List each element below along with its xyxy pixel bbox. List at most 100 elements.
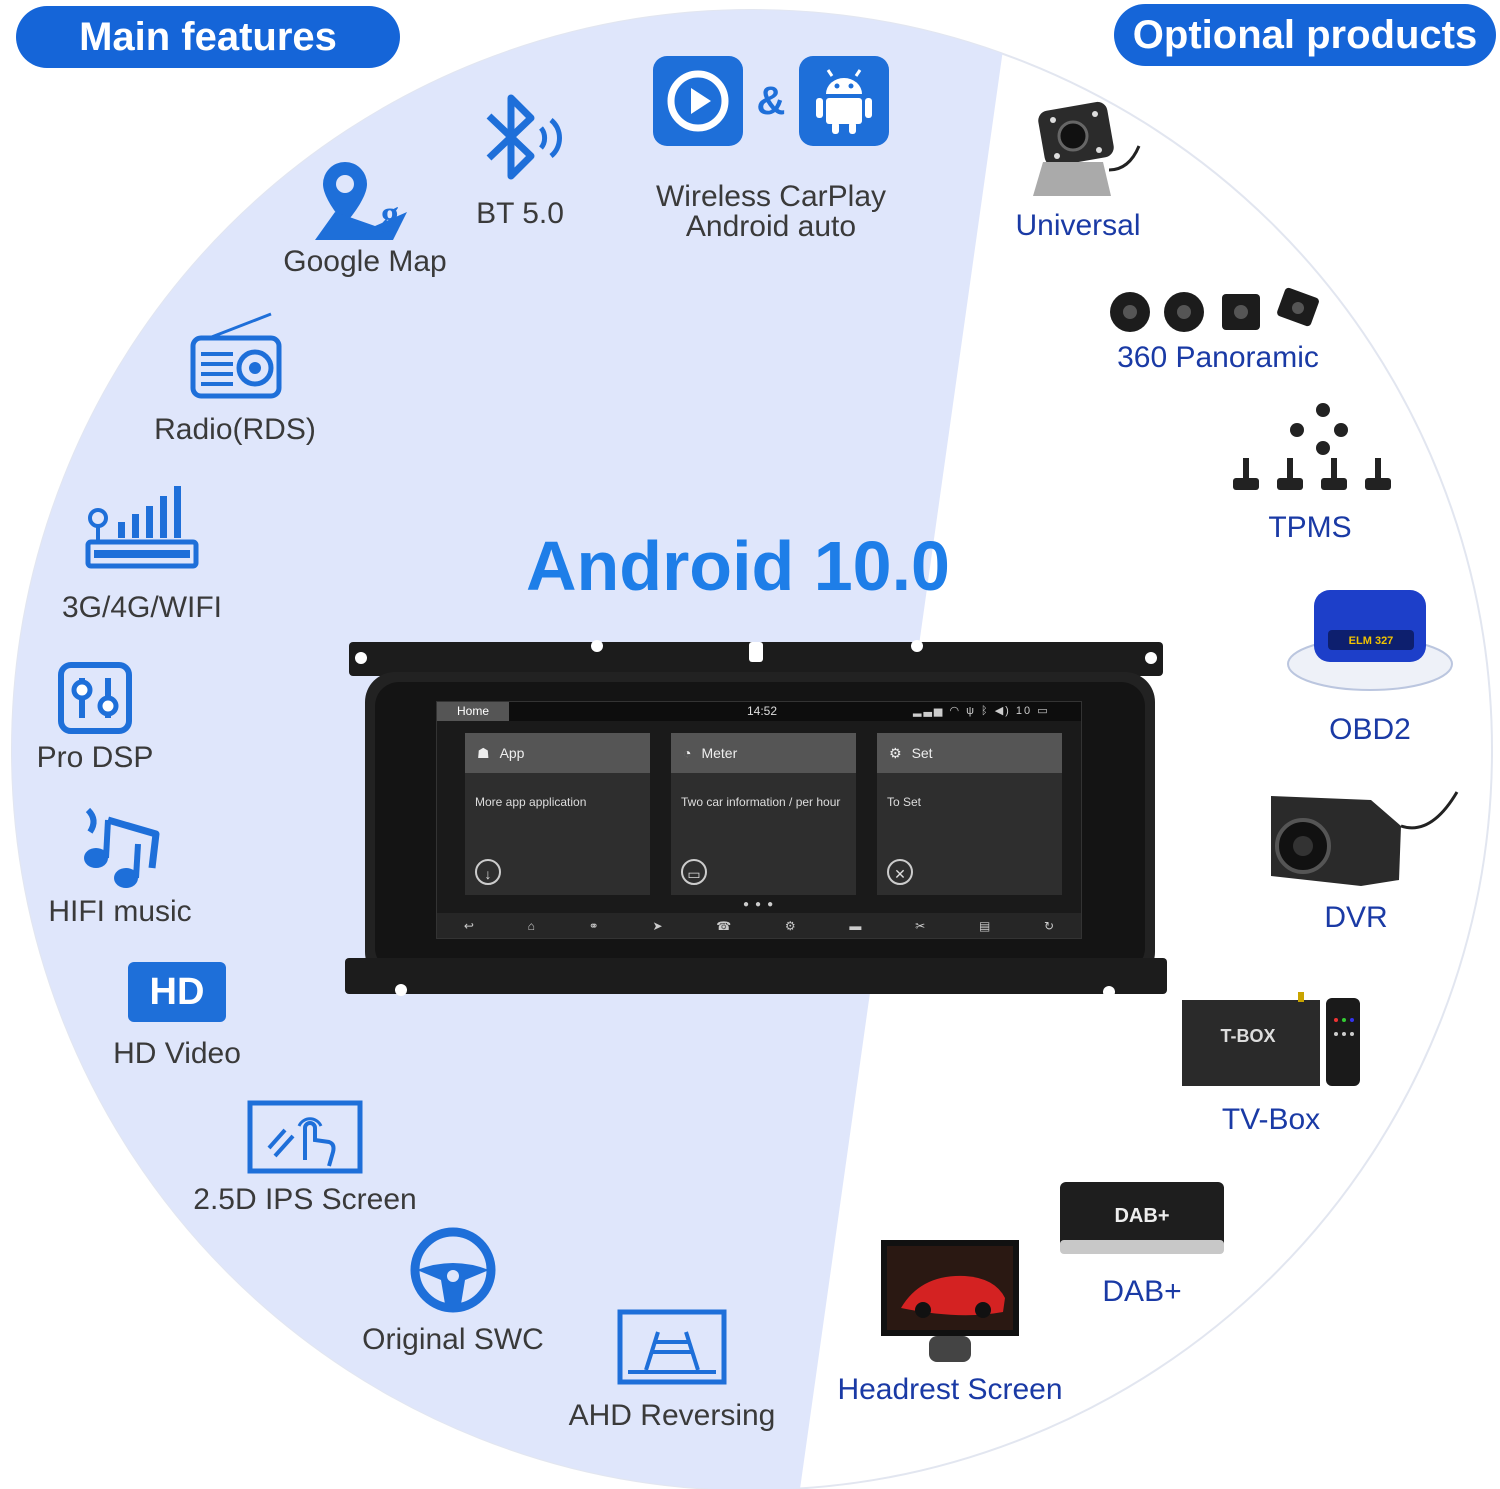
tile-meter[interactable]: ◔ Meter Two car information / per hour ▭ [671, 733, 856, 895]
download-icon: ↓ [475, 859, 501, 885]
wifi-icon: ◠ [949, 705, 962, 717]
tile-set[interactable]: ⚙ Set To Set ✕ [877, 733, 1062, 895]
bluetooth-icon [486, 94, 562, 180]
headrest-label: Headrest Screen [837, 1373, 1063, 1406]
tpms-sensors-icon [1233, 403, 1391, 490]
hifi-label: HIFI music [48, 895, 192, 928]
home-tab[interactable]: Home [437, 702, 509, 721]
tile-app-desc: More app application [475, 795, 587, 809]
feature-google-map: g Google Map [270, 156, 460, 278]
android-auto-icon [799, 56, 890, 146]
optional-obd2: ELM 327 OBD2 [1280, 586, 1460, 746]
apps-icon[interactable]: ↻ [1044, 918, 1055, 933]
obd2-label: OBD2 [1329, 713, 1411, 746]
media-icon[interactable]: ✂ [915, 918, 926, 933]
wifi-router-icon [85, 486, 199, 569]
svg-text:g: g [381, 194, 399, 234]
volume-level: 10 [1015, 705, 1033, 717]
panoramic-label: 360 Panoramic [1117, 341, 1319, 374]
optional-products-header: Optional products [1114, 4, 1496, 66]
back-icon[interactable]: ↩ [463, 918, 474, 933]
panoramic-cameras-icon [1110, 287, 1319, 332]
tv-box-icon: T-BOX [1182, 992, 1360, 1086]
tile-app-title: App [499, 745, 525, 761]
tile-meter-desc: Two car information / per hour [681, 795, 841, 809]
radio-label: Radio(RDS) [154, 413, 316, 446]
feature-hd: HD HD Video [100, 962, 254, 1070]
feature-radio: Radio(RDS) [140, 310, 330, 446]
page-indicator: ●●● [743, 899, 780, 910]
android-tile-icon: ☗ [477, 744, 490, 761]
tile-app[interactable]: ☗ App More app application ↓ [465, 733, 650, 895]
phone-icon[interactable]: ☎ [716, 918, 732, 933]
dab-device-icon: DAB+ [1060, 1182, 1224, 1254]
steering-wheel-icon [410, 1227, 496, 1313]
optional-headrest: Headrest Screen [832, 1238, 1068, 1406]
rear-camera-icon [1033, 101, 1141, 196]
status-icons: ▂▃▅ ◠ ψ ᛒ ◀) 10 ▭ [913, 702, 1050, 721]
main-features-header: Main features [16, 6, 400, 68]
feature-carplay: & Wireless CarPlay Android auto [640, 56, 902, 242]
music-note-icon [84, 807, 160, 888]
gauge-icon: ◔ [683, 745, 692, 761]
tvbox-device-text: T-BOX [1220, 1026, 1275, 1046]
swc-label: Original SWC [362, 1323, 544, 1356]
feature-ips: 2.5D IPS Screen [190, 1100, 420, 1216]
network-label: 3G/4G/WIFI [61, 591, 223, 624]
optional-panoramic: 360 Panoramic [1088, 286, 1348, 374]
home-icon[interactable]: ⌂ [527, 918, 535, 933]
radio-nav-icon[interactable]: ▤ [978, 918, 991, 933]
tile-set-desc: To Set [887, 795, 922, 809]
obd-device-text: ELM 327 [1349, 635, 1394, 647]
volume-icon: ◀) [994, 705, 1011, 717]
ampersand-text: & [756, 78, 786, 123]
touch-screen-icon [247, 1100, 363, 1174]
usb-icon: ψ [966, 705, 976, 717]
bottom-nav-bar: ↩ ⌂ ⚭ ➤ ☎ ⚙ ▬ ✂ ▤ ↻ [437, 913, 1081, 938]
equalizer-icon [58, 662, 132, 734]
universal-label: Universal [1015, 209, 1141, 242]
tools-icon: ✕ [887, 859, 913, 885]
feature-swc: Original SWC [350, 1226, 556, 1356]
optional-tpms: TPMS [1222, 400, 1398, 544]
dab-label: DAB+ [1102, 1275, 1182, 1308]
feature-ahd: AHD Reversing [560, 1308, 784, 1432]
dvr-camera-icon [1271, 791, 1459, 886]
headrest-screen-icon [881, 1240, 1019, 1362]
optional-dab: DAB+ DAB+ [1052, 1178, 1232, 1308]
obd2-scanner-icon: ELM 327 [1287, 590, 1453, 691]
settings-icon[interactable]: ⚙ [784, 918, 796, 933]
battery-icon: ▭ [1037, 705, 1050, 717]
feature-network: 3G/4G/WIFI [50, 482, 234, 624]
optional-universal: Universal [996, 100, 1160, 242]
optional-dvr: DVR [1248, 786, 1464, 934]
carplay-icon [652, 56, 743, 146]
status-bar: Home 14:52 ▂▃▅ ◠ ψ ᛒ ◀) 10 ▭ [437, 702, 1081, 721]
signal-icon: ▂▃▅ [913, 705, 945, 717]
ahd-label: AHD Reversing [568, 1399, 776, 1432]
tile-meter-title: Meter [701, 745, 738, 761]
carplay-label-line1: Wireless CarPlay [655, 180, 887, 213]
bt-label: BT 5.0 [476, 197, 564, 230]
carplay-label-line2: Android auto [685, 210, 857, 243]
feature-dsp: Pro DSP [20, 662, 170, 774]
dab-device-text: DAB+ [1114, 1205, 1169, 1227]
feature-bt: BT 5.0 [460, 90, 580, 230]
hd-icon: HD [128, 962, 226, 1022]
dvr-label: DVR [1324, 901, 1388, 934]
android-version-title: Android 10.0 [526, 527, 950, 605]
gears-icon: ⚙ [889, 744, 902, 761]
radio-icon [190, 312, 282, 399]
tile-set-title: Set [911, 745, 933, 761]
link-icon[interactable]: ⚭ [588, 918, 599, 933]
optional-tvbox: T-BOX TV-Box [1176, 990, 1366, 1136]
tvbox-label: TV-Box [1221, 1103, 1321, 1136]
car-nav-icon[interactable]: ▬ [849, 918, 862, 933]
navigation-icon[interactable]: ➤ [652, 918, 663, 933]
dsp-label: Pro DSP [36, 741, 154, 774]
hd-label: HD Video [113, 1037, 241, 1070]
map-pin-icon: g [315, 162, 407, 240]
head-unit-screen: Home 14:52 ▂▃▅ ◠ ψ ᛒ ◀) 10 ▭ ☗ App More … [436, 701, 1082, 939]
reversing-camera-icon [617, 1309, 727, 1385]
bluetooth-status-icon: ᛒ [981, 705, 990, 717]
